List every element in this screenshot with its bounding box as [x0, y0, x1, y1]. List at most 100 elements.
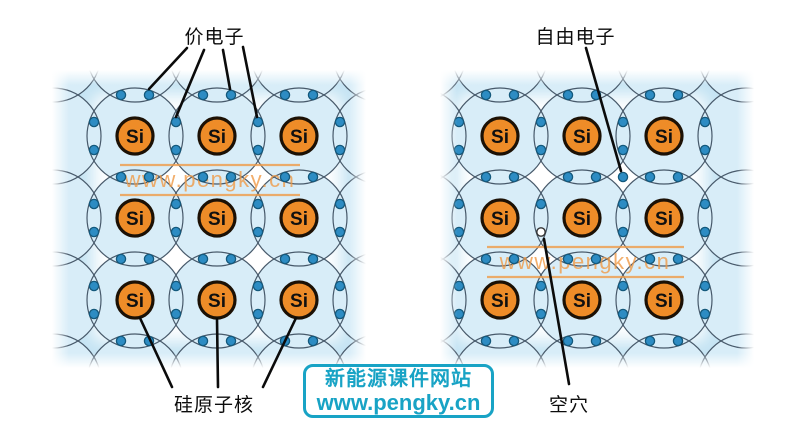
orbit-circle: [440, 92, 467, 180]
si-atom: Si: [197, 198, 237, 238]
hole-marker: [536, 227, 546, 237]
leader-line-valence: [221, 48, 232, 91]
si-symbol: Si: [208, 209, 226, 230]
si-atom: Si: [644, 198, 684, 238]
si-symbol: Si: [126, 127, 144, 148]
si-nucleus-circle: [480, 198, 520, 238]
si-symbol: Si: [655, 127, 673, 148]
orbit-circle: [615, 251, 713, 349]
si-atom: Si: [279, 198, 319, 238]
si-symbol: Si: [126, 291, 144, 312]
electron-dot: [562, 335, 574, 347]
si-nucleus-circle: [279, 198, 319, 238]
orbit-circle: [332, 89, 366, 183]
electron-dot: [334, 308, 346, 320]
electron-dot: [480, 253, 492, 265]
electron-dot: [617, 308, 629, 320]
orbit-circle: [535, 333, 629, 368]
orbit-circle: [615, 87, 713, 185]
si-atom: Si: [562, 116, 602, 156]
si-atom: Si: [115, 280, 155, 320]
electron-dot: [170, 226, 182, 238]
electron-dot: [535, 144, 547, 156]
orbit-circle: [250, 169, 348, 267]
orbit-circle: [86, 169, 184, 267]
si-symbol: Si: [491, 127, 509, 148]
leader-line-nucleus: [138, 316, 174, 389]
leader-line-free_electron: [584, 46, 623, 173]
electron-dot: [699, 116, 711, 128]
electron-dot: [252, 198, 264, 210]
leader-line-nucleus: [261, 316, 298, 389]
orbit-circle: [454, 70, 546, 103]
electron-dot: [617, 116, 629, 128]
leader-line-nucleus: [215, 317, 220, 389]
watermark-text: www.pengky.cn: [499, 249, 671, 274]
si-atom: Si: [562, 198, 602, 238]
watermark: www.pengky.cn: [120, 163, 300, 197]
electron-dot: [170, 144, 182, 156]
electron-dot: [170, 116, 182, 128]
orbit-circle: [332, 171, 366, 265]
orbit-circle: [253, 70, 345, 103]
orbit-circle: [88, 333, 182, 368]
electron-dot: [562, 171, 574, 183]
electron-dot: [644, 253, 656, 265]
leader-line-valence: [174, 48, 206, 119]
electron-dot: [699, 308, 711, 320]
electron-dot: [197, 89, 209, 101]
orbit-circle: [335, 70, 366, 101]
orbit-circle: [615, 169, 713, 267]
si-atom: Si: [279, 116, 319, 156]
electron-dot: [307, 171, 319, 183]
si-nucleus-circle: [480, 280, 520, 320]
electron-dot: [699, 198, 711, 210]
orbit-circle: [89, 70, 181, 103]
electron-dot: [225, 253, 237, 265]
electron-dot: [170, 308, 182, 320]
si-atom: Si: [197, 116, 237, 156]
orbit-circle: [171, 70, 263, 103]
orbit-circle: [533, 87, 631, 185]
si-nucleus-circle: [279, 280, 319, 320]
electron-dot: [617, 280, 629, 292]
orbit-circle: [86, 251, 184, 349]
site-logo-badge: 新能源课件网站 www.pengky.cn: [303, 364, 494, 418]
si-nucleus-circle: [197, 116, 237, 156]
electron-dot: [334, 198, 346, 210]
si-atom: Si: [480, 198, 520, 238]
label-free-electron: 自由电子: [535, 27, 616, 48]
si-symbol: Si: [655, 209, 673, 230]
leader-lines: [138, 45, 623, 389]
electron-dot: [197, 171, 209, 183]
electron-dot: [535, 280, 547, 292]
leader-line-valence: [147, 46, 189, 91]
electron-dot: [590, 335, 602, 347]
si-atom: Si: [197, 280, 237, 320]
electron-dot: [699, 226, 711, 238]
electron-dot: [508, 253, 520, 265]
si-symbol: Si: [573, 127, 591, 148]
si-nucleus-circle: [279, 116, 319, 156]
si-symbol: Si: [290, 291, 308, 312]
electron-dot: [143, 89, 155, 101]
si-symbol: Si: [290, 127, 308, 148]
electron-dot: [252, 116, 264, 128]
si-symbol: Si: [126, 209, 144, 230]
electron-dot: [115, 253, 127, 265]
electron-dot: [617, 144, 629, 156]
orbit-circle: [533, 251, 631, 349]
si-nucleus-circle: [115, 198, 155, 238]
orbit-circle: [533, 169, 631, 267]
electron-dot: [535, 308, 547, 320]
electron-dot: [334, 280, 346, 292]
si-nucleus-circle: [562, 280, 602, 320]
electron-dot: [88, 198, 100, 210]
orbit-circle: [536, 70, 628, 103]
orbit-circle: [250, 87, 348, 185]
electron-dot: [508, 335, 520, 347]
label-silicon-nucleus: 硅原子核: [173, 395, 254, 416]
label-hole: 空穴: [548, 395, 589, 416]
electron-dot: [88, 308, 100, 320]
electron-dot: [88, 144, 100, 156]
